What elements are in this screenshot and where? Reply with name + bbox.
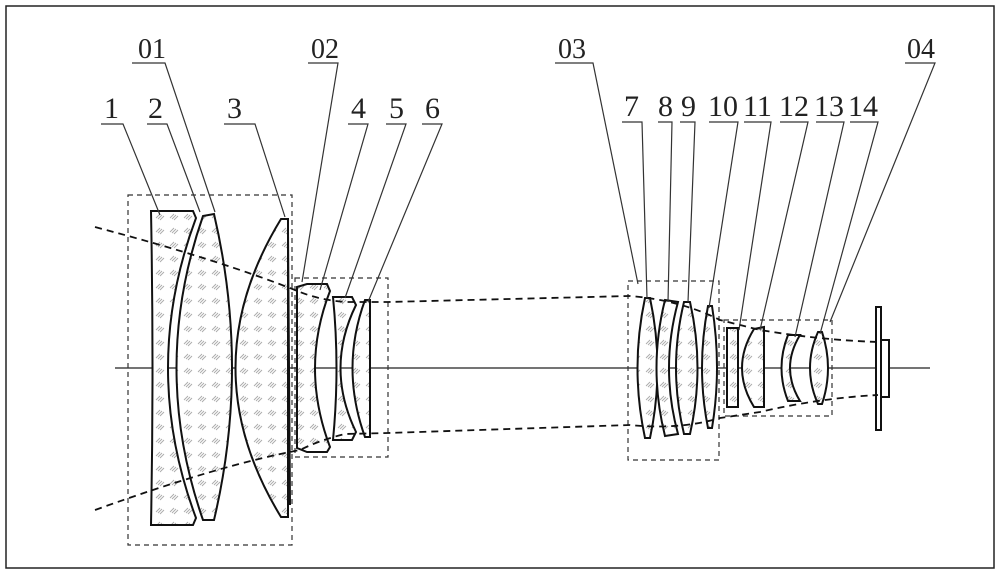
lens-1 [149,210,198,526]
lens-label-3: 3 [227,92,242,125]
lens-label-9: 9 [681,90,696,123]
lens-8 [655,298,680,438]
lens-13 [780,334,802,402]
group-label-03: 03 [558,34,586,65]
lens-label-13: 13 [814,90,844,123]
group-label-04: 04 [907,34,935,65]
lens-label-11: 11 [743,90,772,123]
lens-label-12: 12 [779,90,809,123]
lens-14 [809,331,829,405]
group-03-box [627,280,720,461]
lens-3-edge [287,229,291,506]
lens-5 [331,296,358,441]
sensor-cover [880,339,890,398]
lens-10 [701,305,718,429]
lens-label-2: 2 [148,92,163,125]
lens-label-14: 14 [848,90,878,123]
figure-frame [5,5,995,569]
lens-6 [351,299,371,438]
marginal-ray-lower [94,394,879,511]
lens-label-4: 4 [351,92,366,125]
lens-label-8: 8 [658,90,673,123]
group-01-box [127,194,293,546]
leader-lines [101,62,936,338]
lens-2 [175,212,233,521]
lens-label-1: 1 [104,92,119,125]
lens-11 [726,327,739,408]
marginal-ray-upper [94,226,879,343]
lens-9 [675,301,699,435]
lens-label-5: 5 [389,92,404,125]
group-label-01: 01 [138,34,166,65]
lens-label-10: 10 [708,90,738,123]
lens-4 [296,283,332,453]
lens-label-6: 6 [425,92,440,125]
group-label-02: 02 [311,34,339,65]
lens-3 [234,218,289,518]
group-02-box [294,277,389,458]
lens-7 [636,297,659,439]
group-04-box [723,319,833,417]
lens-label-7: 7 [624,90,639,123]
lens-12 [741,325,765,408]
